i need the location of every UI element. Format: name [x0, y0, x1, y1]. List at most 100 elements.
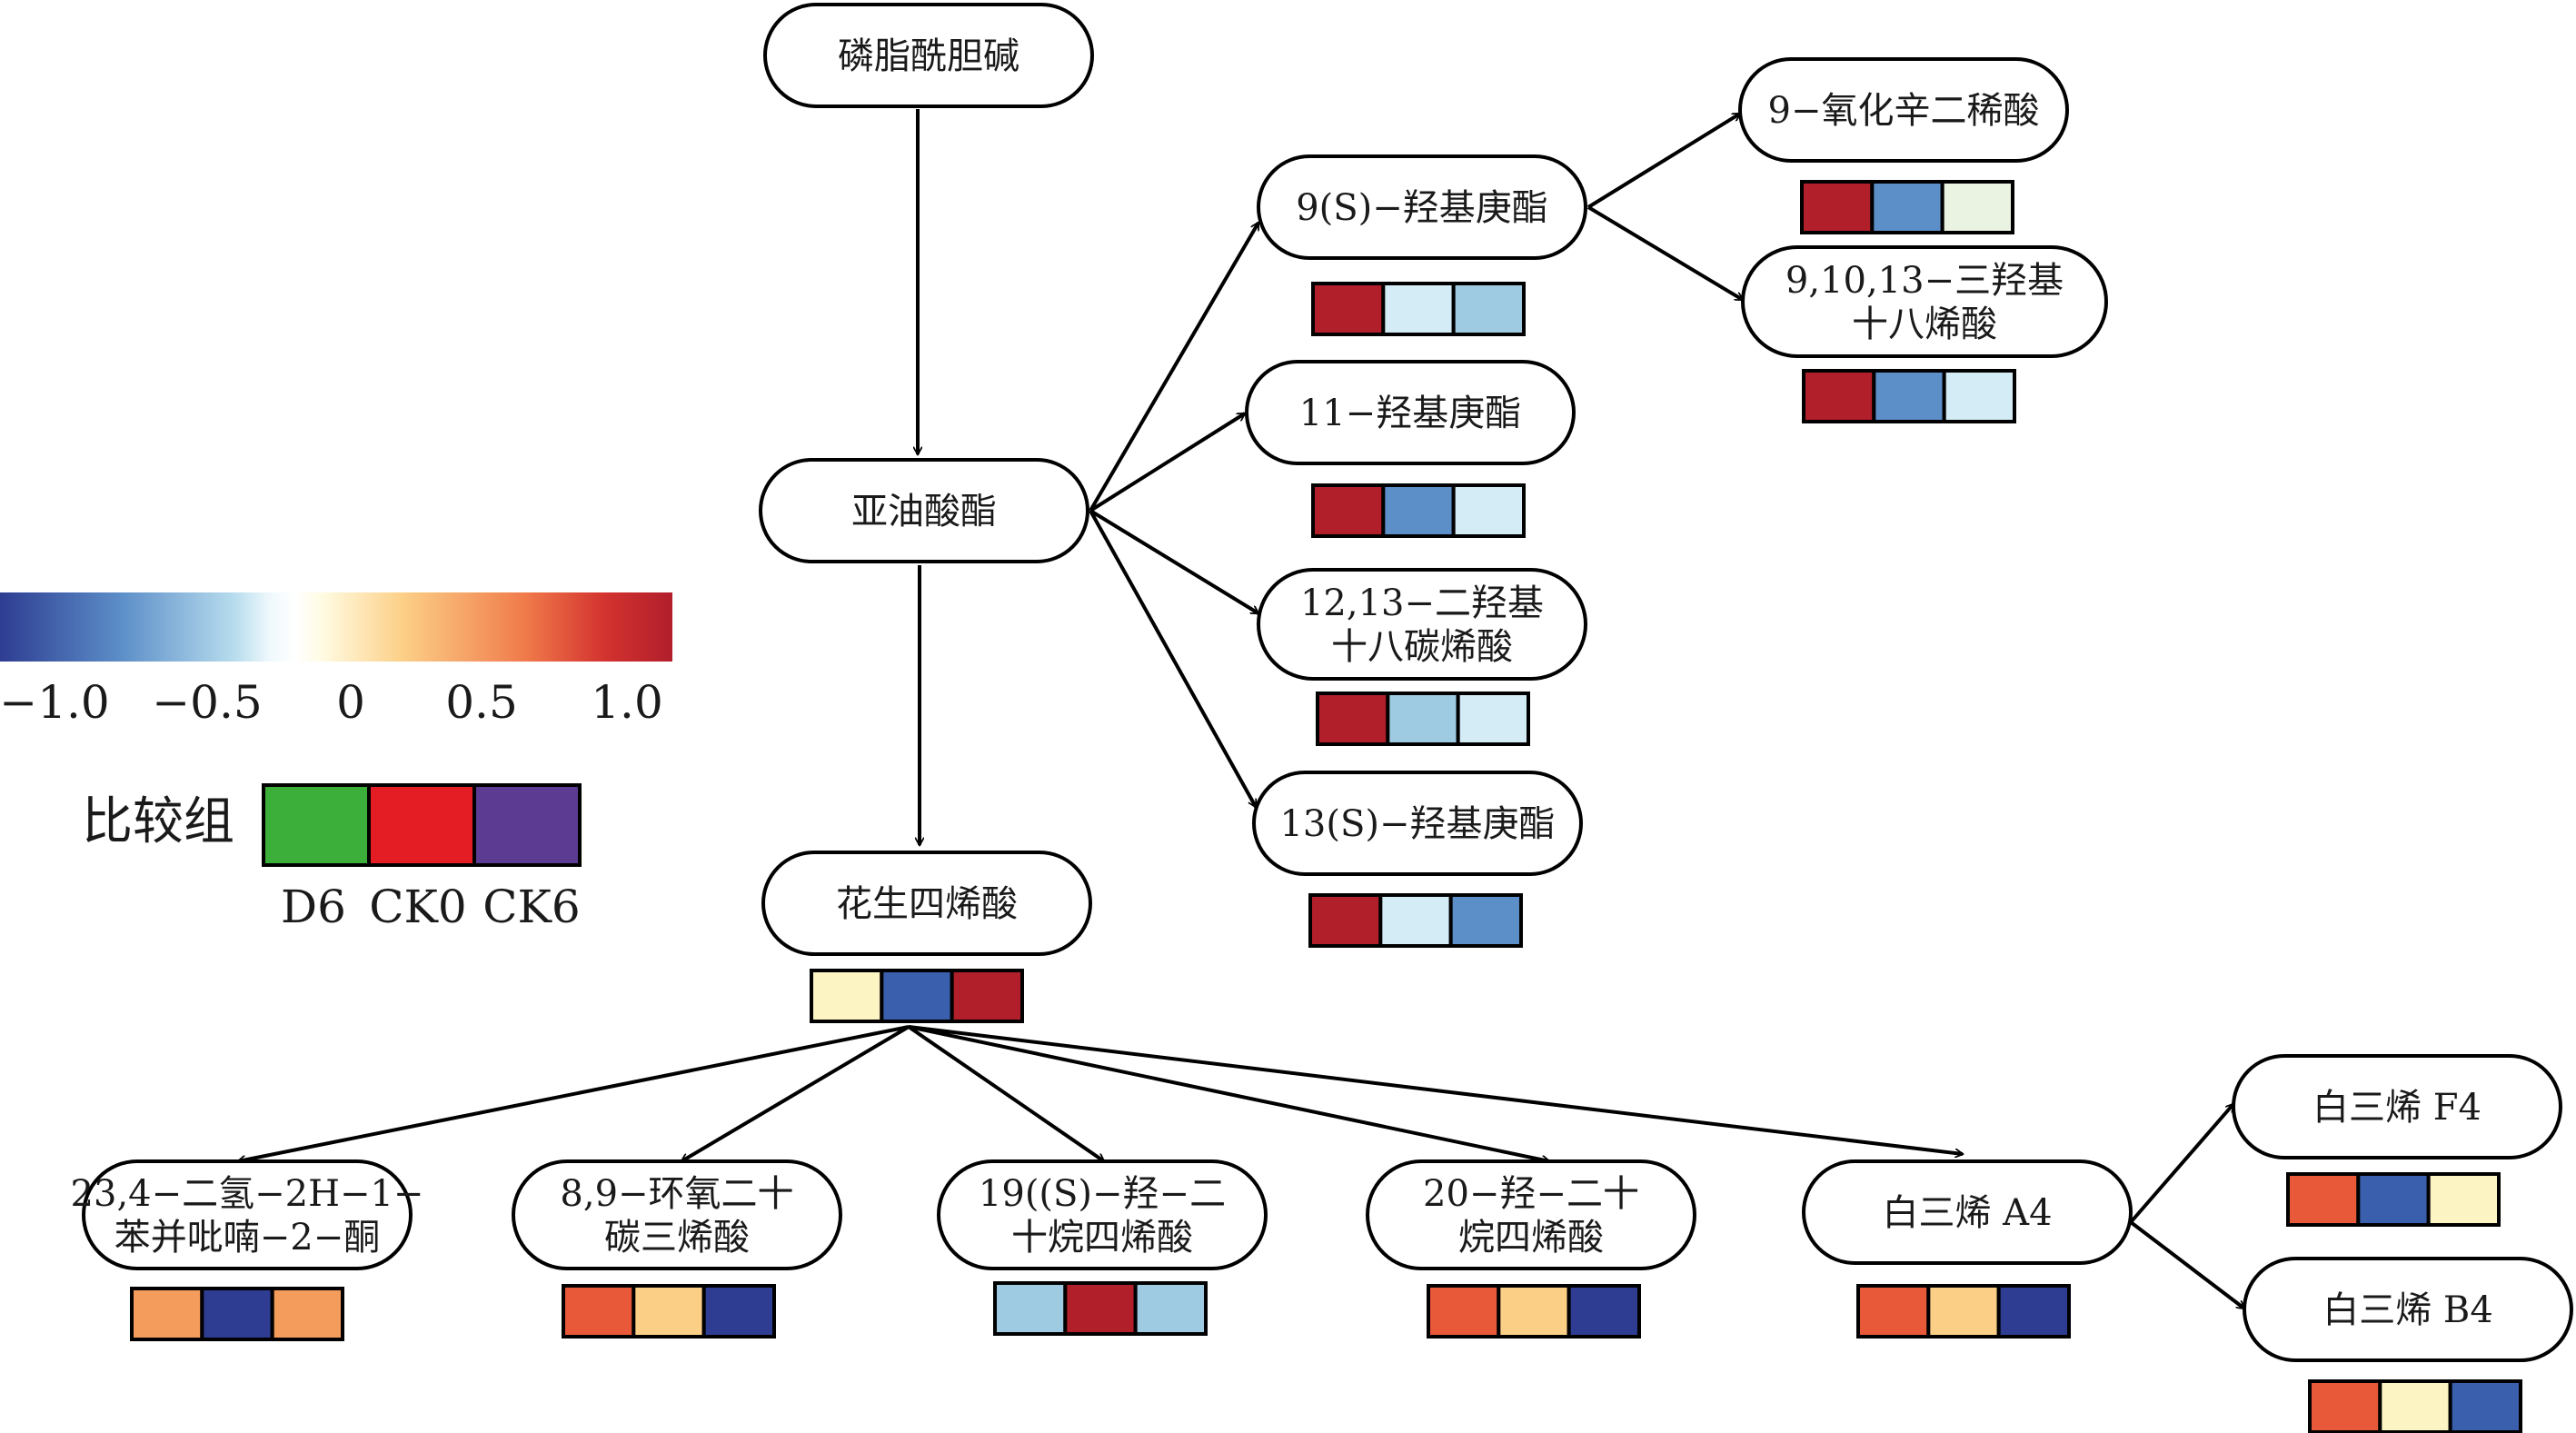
heatmap-cell	[130, 1287, 204, 1341]
heatmap-cell	[1802, 369, 1876, 423]
scale-tick: −0.5	[152, 676, 262, 729]
node-label: 亚油酸酯	[851, 491, 997, 532]
edge-linoleate-to-hode11	[1089, 412, 1245, 512]
node-label: 白三烯 A4	[1882, 1192, 2052, 1234]
node-ltf4: 白三烯 F4	[2232, 1054, 2562, 1227]
node-box	[1257, 568, 1587, 681]
edge-hode9s-to-oxo9	[1586, 112, 1740, 209]
node-label: 8,9−环氧二十	[560, 1173, 793, 1215]
node-box	[2243, 1257, 2573, 1362]
heatmap-cell	[1133, 1281, 1208, 1336]
heatmap-cell	[1381, 282, 1456, 336]
heatmap-cell	[2378, 1379, 2452, 1433]
heatmap-cell	[1427, 1284, 1501, 1338]
node-benzopyran: 23,4−二氢−2H−1−苯并吡喃−2−酮	[71, 1159, 424, 1341]
group-label: D6	[281, 881, 346, 933]
heatmap-cell	[2356, 1172, 2431, 1227]
heatmap-cell	[1386, 692, 1460, 746]
heatmap-cell	[1800, 180, 1875, 234]
heatmap-cell	[2426, 1172, 2501, 1227]
edge-linoleate-to-hode13s	[1089, 510, 1258, 807]
node-box	[1738, 57, 2069, 163]
heatmap-cell	[1316, 692, 1390, 746]
heatmap-cell	[2286, 1172, 2361, 1227]
heatmap-cell	[1856, 1284, 1931, 1338]
heatmap-cell	[632, 1284, 706, 1338]
node-ltb4: 白三烯 B4	[2243, 1257, 2573, 1433]
heatmap-cell	[1996, 1284, 2072, 1338]
node-label: 9−氧化辛二稀酸	[1768, 90, 2040, 132]
node-label: 13(S)−羟基庚酯	[1279, 803, 1555, 845]
node-box	[1802, 1159, 2133, 1265]
heatmap-cell	[1942, 369, 2017, 423]
heatmap-cell	[810, 969, 884, 1023]
color-scale-bar	[0, 592, 672, 662]
node-box	[1252, 771, 1583, 876]
group-swatch-ck0	[367, 783, 476, 867]
group-label: CK0	[369, 881, 466, 933]
node-label: 19((S)−羟−二	[979, 1173, 1226, 1215]
node-label: 23,4−二氢−2H−1−	[71, 1173, 424, 1215]
node-box	[761, 851, 1092, 956]
heatmap-cell	[950, 969, 1024, 1023]
node-label: 碳三烯酸	[604, 1217, 750, 1259]
node-label: 11−羟基庚酯	[1299, 393, 1521, 434]
heatmap-cell	[701, 1284, 777, 1338]
edge-linoleate-to-dihome	[1089, 509, 1258, 615]
heatmap-cell	[1926, 1284, 2001, 1338]
edge-lta4-to-ltf4	[2129, 1104, 2233, 1224]
node-label: 花生四烯酸	[836, 883, 1018, 925]
heatmap-cell	[1940, 180, 2015, 234]
heatmap-cell	[2448, 1379, 2523, 1433]
heatmap-cell	[562, 1284, 636, 1338]
heatmap-cell	[1311, 483, 1386, 538]
edge-arachidonic-to-benzopyran	[238, 1025, 910, 1161]
node-label: 20−羟−二十	[1423, 1173, 1639, 1215]
edge-arachidonic-to-eet89	[681, 1025, 910, 1163]
scale-tick: 1.0	[591, 676, 663, 729]
node-box	[82, 1159, 413, 1270]
heatmap-cell	[200, 1287, 274, 1341]
node-arachidonic: 花生四烯酸	[761, 851, 1092, 1023]
node-label: 白三烯 F4	[2312, 1087, 2482, 1129]
edge-arachidonic-to-lta4	[908, 1025, 1963, 1154]
node-box	[937, 1159, 1268, 1270]
node-label: 磷脂酰胆碱	[838, 35, 1019, 77]
edge-lta4-to-ltb4	[2129, 1220, 2244, 1310]
heatmap-cell	[270, 1287, 344, 1341]
heatmap-cell	[1870, 180, 1944, 234]
heatmap-cell	[1451, 282, 1526, 336]
node-label: 十八烯酸	[1852, 304, 1997, 345]
node-label: 十烷四烯酸	[1011, 1217, 1193, 1259]
scale-tick: −1.0	[0, 676, 110, 729]
heatmap-cell	[1308, 893, 1383, 948]
node-box	[759, 458, 1089, 563]
node-linoleate: 亚油酸酯	[759, 458, 1089, 563]
group-label: CK6	[482, 881, 580, 933]
node-label: 十八碳烯酸	[1331, 626, 1513, 668]
node-box	[1741, 245, 2108, 358]
edge-arachidonic-to-hete20	[908, 1025, 1549, 1161]
heatmap-cell	[1063, 1281, 1138, 1336]
edges	[238, 109, 2244, 1310]
heatmap-cell	[1497, 1284, 1571, 1338]
heatmap-cell	[1566, 1284, 1641, 1338]
node-label: 苯并吡喃−2−酮	[114, 1217, 380, 1259]
heatmap-cell	[1448, 893, 1523, 948]
nodes: 磷脂酰胆碱亚油酸酯花生四烯酸9(S)−羟基庚酯11−羟基庚酯12,13−二羟基十…	[71, 3, 2573, 1433]
heatmap-cell	[1456, 692, 1530, 746]
node-lta4: 白三烯 A4	[1802, 1159, 2133, 1338]
node-box	[2232, 1054, 2562, 1159]
heatmap-cell	[993, 1281, 1068, 1336]
heatmap-cell	[880, 969, 954, 1023]
node-box	[1366, 1159, 1696, 1270]
node-hode11: 11−羟基庚酯	[1245, 360, 1576, 538]
node-pc: 磷脂酰胆碱	[763, 3, 1094, 108]
node-label: 9,10,13−三羟基	[1785, 260, 2064, 302]
heatmap-cell	[1378, 893, 1453, 948]
node-label: 烷四烯酸	[1458, 1217, 1604, 1259]
